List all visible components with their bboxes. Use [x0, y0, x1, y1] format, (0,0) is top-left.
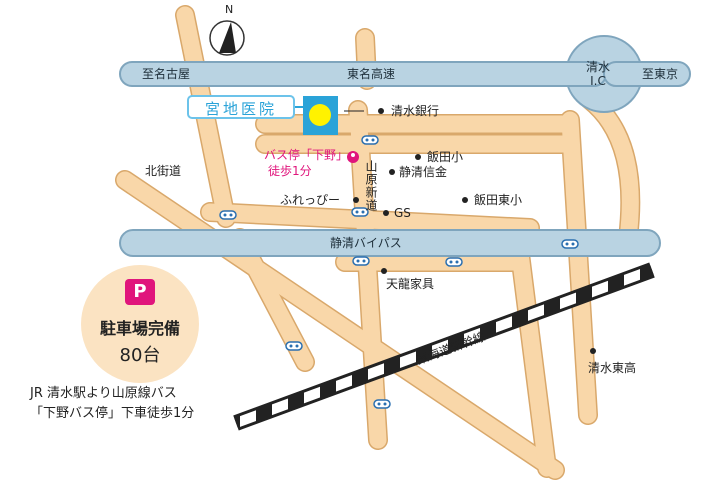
landmark-shimizu-bank: 清水銀行: [391, 104, 440, 118]
clinic-name: 宮地医院: [187, 95, 295, 119]
access-line-1: JR 清水駅より山原線バス: [30, 386, 177, 401]
parking-badge: P 駐車場完備 80台: [81, 265, 199, 383]
parking-label: 駐車場完備: [99, 319, 180, 338]
landmark-iida-elementary: 飯田小: [427, 150, 464, 164]
landmark-gs: GS: [394, 206, 411, 220]
landmark-seisei-shinkin: 静清信金: [399, 165, 448, 179]
access-line-2: 「下野バス停」下車徒歩1分: [30, 406, 195, 421]
label-bypass: 静清バイパス: [330, 236, 402, 250]
label-shimizu-ic: 清水 I.C: [586, 60, 611, 88]
bypass-road: [119, 229, 661, 257]
traffic-signals: [219, 135, 579, 409]
expressway-tomei: [119, 61, 691, 87]
parking-icon: P: [125, 279, 155, 305]
shinkansen-line: [233, 262, 655, 431]
label-tomei-expressway: 東名高速: [347, 67, 396, 81]
landmark-shimizu-east-high: 清水東高: [588, 361, 637, 375]
landmark-tenryu-furniture: 天龍家具: [386, 277, 435, 291]
label-to-nagoya: 至名古屋: [142, 67, 191, 81]
landmark-iida-east-elementary: 飯田東小: [474, 193, 523, 207]
compass: [209, 20, 245, 56]
landmark-dots: [344, 108, 596, 354]
bus-stop-label: バス停「下野」: [264, 148, 349, 162]
landmark-furepi: ふれっぴー: [280, 193, 341, 207]
compass-north-label: N: [225, 3, 234, 16]
label-kita-kaido: 北街道: [145, 164, 182, 178]
label-yamahara-shindo: 山原新道: [364, 160, 378, 212]
clinic-marker: [293, 96, 338, 135]
bus-stop-pin: [347, 151, 359, 163]
bus-stop-walk: 徒歩1分: [268, 164, 312, 178]
parking-count: 80台: [119, 345, 161, 366]
label-to-tokyo: 至東京: [642, 67, 679, 81]
access-info: JR 清水駅より山原線バス 「下野バス停」下車徒歩1分: [30, 384, 194, 424]
